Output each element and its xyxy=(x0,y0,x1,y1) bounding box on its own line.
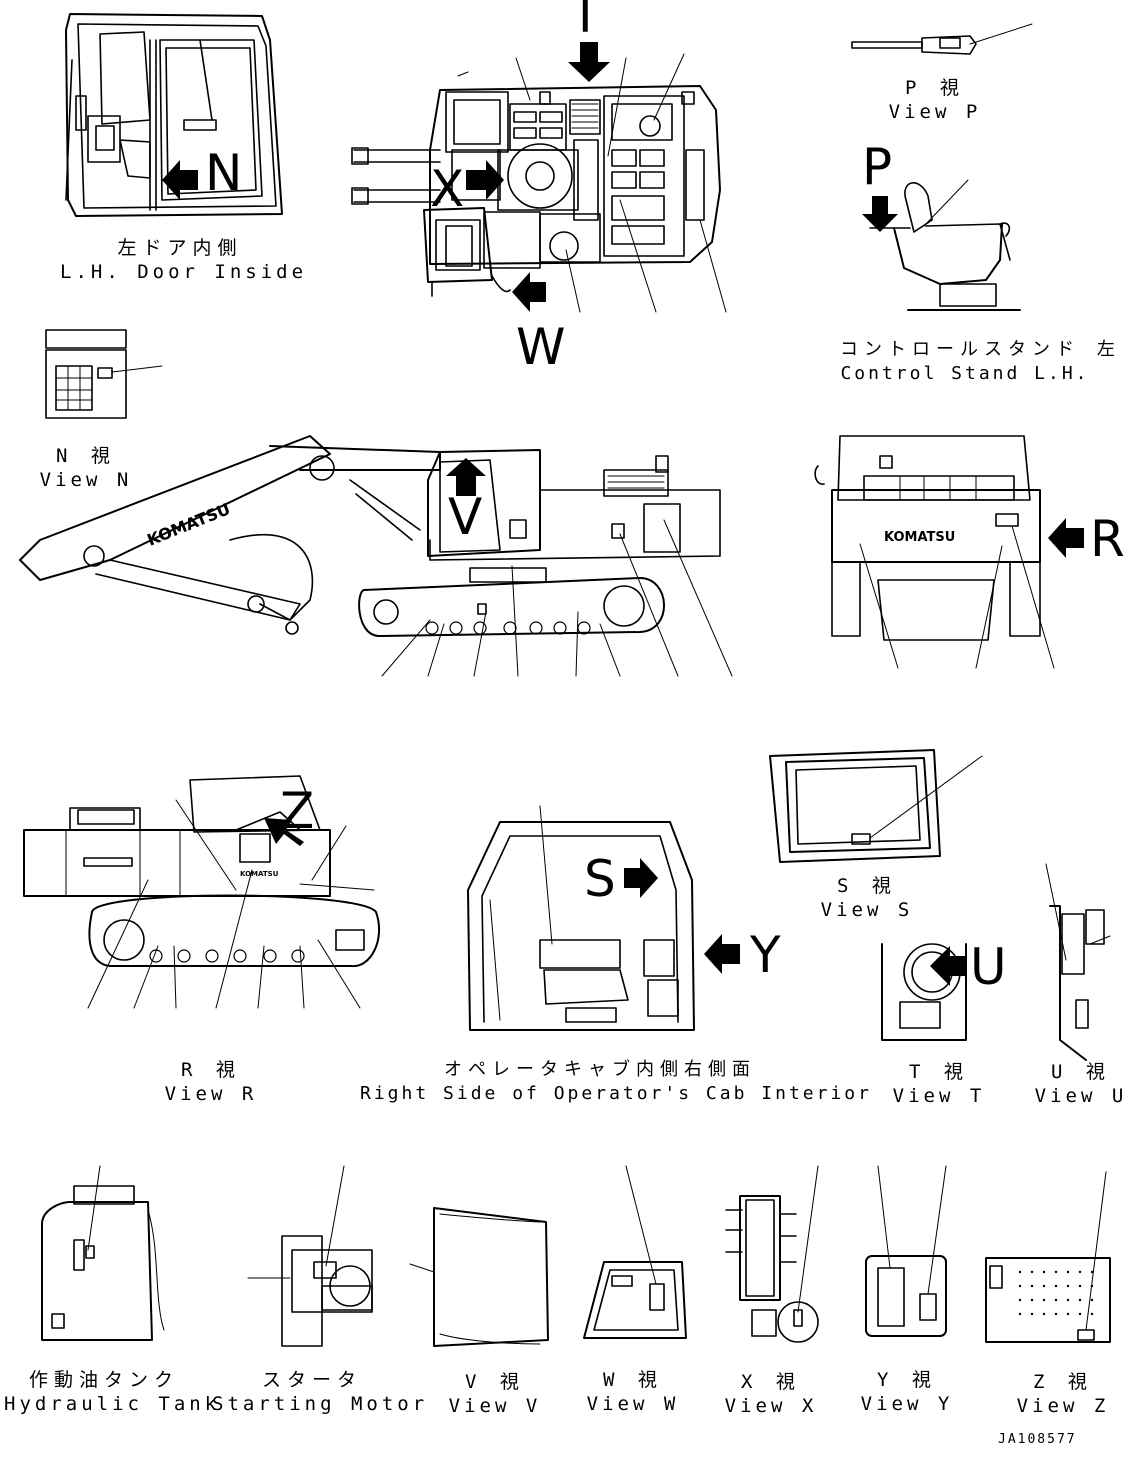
arrow-letter-x: X xyxy=(430,160,465,218)
view-u-drawing xyxy=(1045,863,1111,1061)
caption-u-ja: U 視 xyxy=(1051,1061,1111,1083)
arrow-letter-p: P xyxy=(862,138,893,196)
rear-view-drawing xyxy=(814,435,1041,641)
caption-control-stand: コントロールスタンド 左 Control Stand L.H. xyxy=(840,338,1121,386)
caption-w-ja: W 視 xyxy=(603,1369,663,1391)
caption-t-ja: T 視 xyxy=(909,1061,969,1083)
view-r-leaders xyxy=(87,799,375,1009)
caption-view-v: V 視 View V xyxy=(440,1370,550,1418)
caption-view-t: T 視 View T xyxy=(884,1060,994,1108)
view-v-drawing xyxy=(409,1207,549,1347)
caption-u-en: View U xyxy=(1034,1085,1128,1107)
caption-cab-en: Right Side of Operator's Cab Interior xyxy=(360,1083,872,1104)
top-view-leaders xyxy=(515,53,727,313)
caption-view-p: P 視 View P xyxy=(880,76,990,124)
top-view-drawing xyxy=(351,71,721,297)
view-n-drawing xyxy=(45,329,163,419)
caption-r-ja: R 視 xyxy=(181,1059,241,1081)
caption-x-ja: X 視 xyxy=(741,1371,801,1393)
caption-view-u: U 視 View U xyxy=(1026,1060,1136,1108)
caption-view-s: S 視 View S xyxy=(812,874,922,922)
caption-stand-ja: コントロールスタンド 左 xyxy=(840,339,1121,360)
drawing-number: JA108577 xyxy=(998,1432,1077,1447)
caption-view-r: R 視 View R xyxy=(156,1058,266,1106)
caption-s-en: View S xyxy=(820,899,914,921)
caption-view-x: X 視 View X xyxy=(716,1370,826,1418)
caption-door-inside: 左ドア内側 L.H. Door Inside xyxy=(60,236,308,284)
rear-view-arrow xyxy=(1048,518,1084,558)
caption-v-ja: V 視 xyxy=(465,1371,525,1393)
excavator-side-drawing xyxy=(19,435,721,637)
hydraulic-tank-drawing xyxy=(41,1165,165,1341)
control-stand-arrow xyxy=(862,196,898,232)
caption-n-ja: N 視 xyxy=(56,445,116,467)
excavator-arrow xyxy=(446,458,486,496)
control-stand-drawing xyxy=(869,179,1021,311)
arrow-letter-t: T xyxy=(570,0,601,44)
arrow-letter-y: Y xyxy=(750,926,781,984)
caption-v-en: View V xyxy=(448,1395,542,1417)
view-x-drawing xyxy=(725,1165,819,1343)
caption-n-en: View N xyxy=(39,469,133,491)
caption-tank-en: Hydraulic Tank xyxy=(4,1393,221,1415)
rear-view-leaders xyxy=(859,525,1055,669)
caption-hydraulic-tank: 作動油タンク Hydraulic Tank xyxy=(4,1368,221,1416)
arrow-letter-u: U xyxy=(970,938,1007,996)
caption-x-en: View X xyxy=(724,1395,818,1417)
arrow-letter-s: S xyxy=(584,850,616,908)
arrow-letter-n: N xyxy=(205,144,243,202)
top-view-arrows xyxy=(466,42,610,312)
caption-starter-en: Starting Motor xyxy=(212,1393,429,1415)
caption-p-en: View P xyxy=(888,101,982,123)
view-w-drawing xyxy=(583,1165,687,1339)
brand-rear: KOMATSU xyxy=(884,530,955,545)
caption-t-en: View T xyxy=(892,1085,986,1107)
arrow-letter-r: R xyxy=(1090,510,1125,568)
view-r-drawing xyxy=(23,775,381,968)
caption-w-en: View W xyxy=(586,1393,680,1415)
caption-cab-interior: オペレータキャブ内側右側面 Right Side of Operator's C… xyxy=(360,1058,872,1106)
brand-boom: KOMATSU xyxy=(144,499,233,549)
view-r-arrow xyxy=(264,818,304,846)
arrow-letter-v: V xyxy=(448,488,483,546)
view-t-arrow xyxy=(930,946,966,986)
caption-view-z: Z 視 View Z xyxy=(1008,1370,1118,1418)
caption-r-en: View R xyxy=(164,1083,258,1105)
caption-s-ja: S 視 xyxy=(837,875,897,897)
caption-view-y: Y 視 View Y xyxy=(852,1368,962,1416)
caption-view-n: N 視 View N xyxy=(36,444,136,492)
cab-interior-arrows xyxy=(624,858,740,974)
brand-view-r: KOMATSU xyxy=(240,870,279,878)
cab-interior-drawing xyxy=(467,805,695,1031)
caption-tank-ja: 作動油タンク xyxy=(28,1369,179,1391)
caption-door-en: L.H. Door Inside xyxy=(60,261,308,283)
door-arrow xyxy=(162,160,198,200)
arrow-letter-w: W xyxy=(516,318,566,376)
view-z-drawing xyxy=(985,1171,1111,1343)
caption-cab-ja: オペレータキャブ内側右側面 xyxy=(444,1059,756,1080)
caption-stand-en: Control Stand L.H. xyxy=(840,363,1090,384)
caption-y-ja: Y 視 xyxy=(877,1369,937,1391)
caption-y-en: View Y xyxy=(860,1393,954,1415)
caption-z-ja: Z 視 xyxy=(1033,1371,1093,1393)
view-y-drawing xyxy=(865,1165,947,1337)
view-s-drawing xyxy=(769,749,983,863)
caption-p-ja: P 視 xyxy=(905,77,965,99)
door-inside-drawing xyxy=(65,13,283,217)
caption-starter-ja: スタータ xyxy=(261,1369,362,1391)
arrow-letter-z: Z xyxy=(280,782,315,840)
caption-view-w: W 視 View W xyxy=(578,1368,688,1416)
caption-door-ja: 左ドア内側 xyxy=(117,237,243,259)
caption-z-en: View Z xyxy=(1016,1395,1110,1417)
excavator-leaders xyxy=(381,519,733,677)
view-p-drawing xyxy=(851,23,1033,55)
starting-motor-drawing xyxy=(247,1165,373,1347)
caption-starting-motor: スタータ Starting Motor xyxy=(212,1368,429,1416)
